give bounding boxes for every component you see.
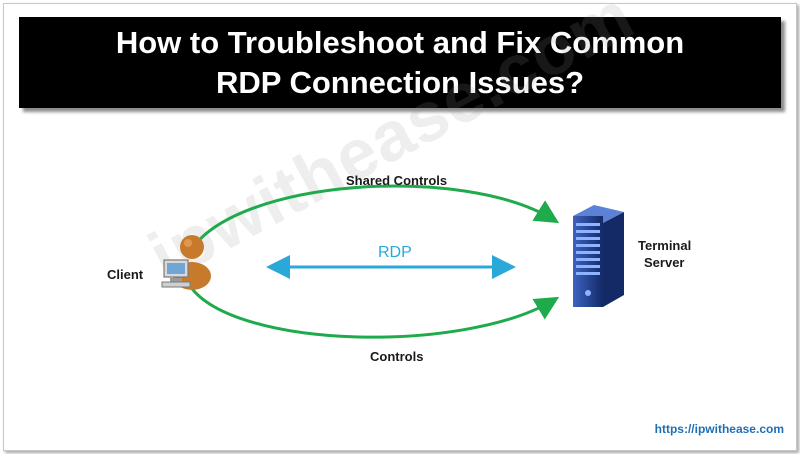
client-label: Client (107, 267, 144, 282)
site-url-link[interactable]: https://ipwithease.com (654, 422, 784, 436)
terminal-server-icon (573, 205, 624, 307)
shared-controls-label: Shared Controls (346, 173, 448, 188)
slide-frame: How to Troubleshoot and Fix Common RDP C… (3, 3, 797, 451)
page-title: How to Troubleshoot and Fix Common RDP C… (115, 24, 685, 100)
controls-label: Controls (370, 349, 424, 364)
server-label-line2: Server (644, 255, 685, 270)
rdp-label: RDP (378, 244, 412, 261)
shared-controls-arc (188, 184, 560, 253)
title-banner: How to Troubleshoot and Fix Common RDP C… (19, 17, 781, 108)
rdp-diagram (161, 184, 624, 339)
server-label-line1: Terminal (638, 238, 692, 253)
controls-arc (188, 285, 560, 339)
client-computer-icon (161, 259, 191, 288)
